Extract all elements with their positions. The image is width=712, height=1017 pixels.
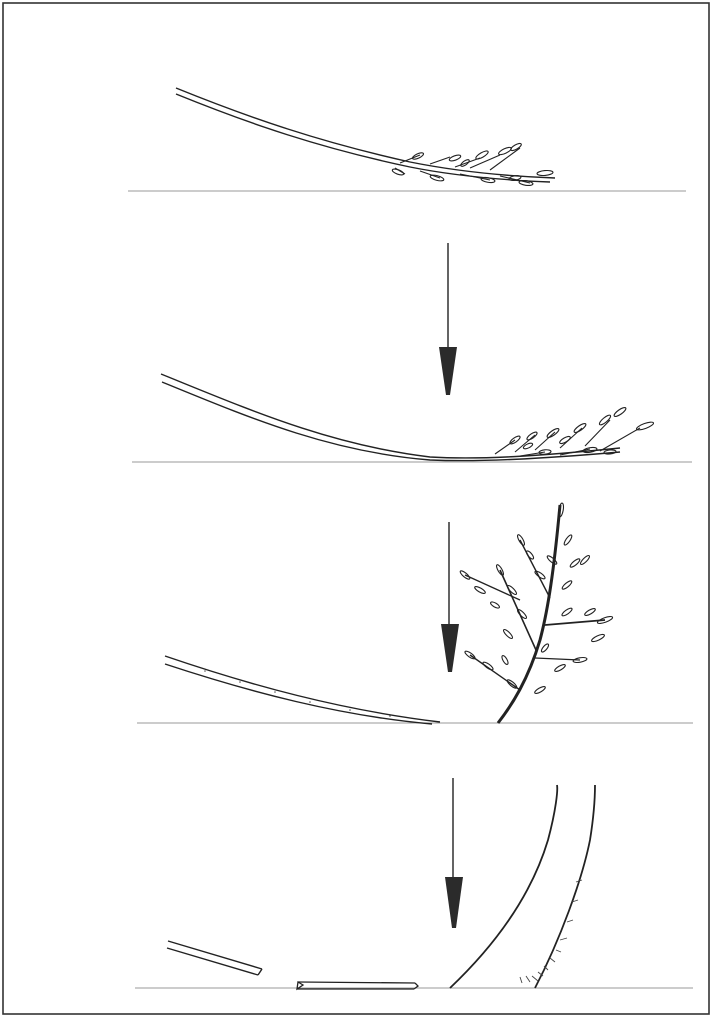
arrow-1 xyxy=(439,243,457,395)
new-shoot-leaves xyxy=(459,503,613,695)
branch xyxy=(165,656,440,724)
young-tree-trunk xyxy=(450,785,595,988)
foliage xyxy=(495,406,654,456)
panel-4 xyxy=(135,785,693,989)
arrow-3 xyxy=(445,778,463,928)
new-shoot xyxy=(465,505,605,723)
old-branch-stub xyxy=(167,941,262,975)
arrow-2 xyxy=(441,522,459,672)
bark-texture xyxy=(520,880,582,983)
foliage xyxy=(392,142,554,186)
panel-2 xyxy=(132,374,692,462)
panel-1 xyxy=(128,88,686,191)
panel-3 xyxy=(137,503,693,724)
branch xyxy=(176,88,555,182)
branch xyxy=(161,374,620,461)
